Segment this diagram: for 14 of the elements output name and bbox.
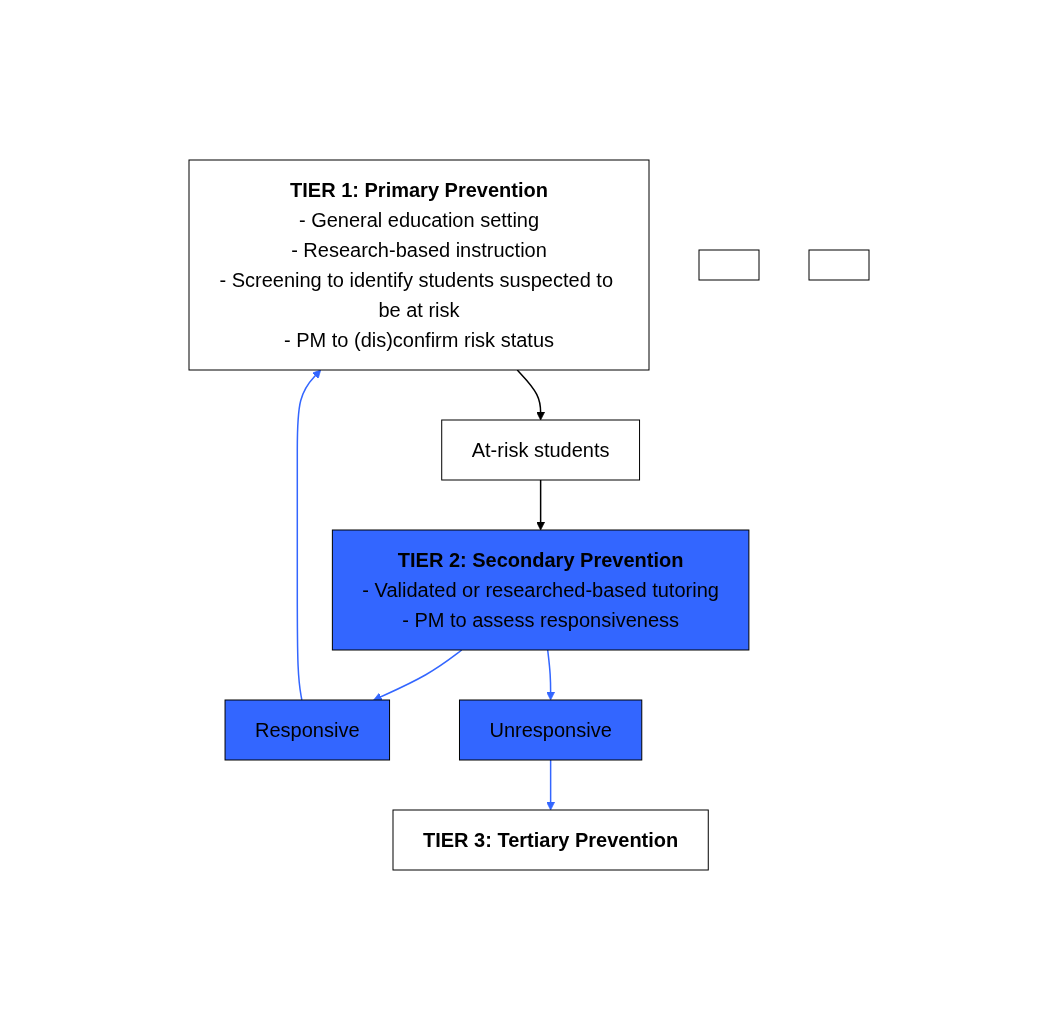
node-box: TIER 2: Secondary Prevention - Validated or researched-based tutoring - PM to assess responsiveness (331, 529, 749, 650)
node-box (808, 249, 869, 280)
node-box: TIER 1: Primary Prevention - General education setting - Research-based instruction - Screening to identify students suspected to be at risk - PM to (dis)confirm risk status (188, 159, 649, 370)
node-box: At-risk students (440, 419, 640, 480)
arrow (372, 648, 463, 701)
arrow (535, 478, 545, 530)
arrow (545, 648, 555, 700)
node-box: TIER 3: Tertiary Prevention (392, 809, 709, 870)
arrow (516, 368, 545, 420)
arrow (545, 758, 555, 810)
node-box (698, 249, 759, 280)
node-box: Responsive (224, 699, 390, 760)
arrow (296, 369, 321, 701)
node-box: Unresponsive (458, 699, 642, 760)
